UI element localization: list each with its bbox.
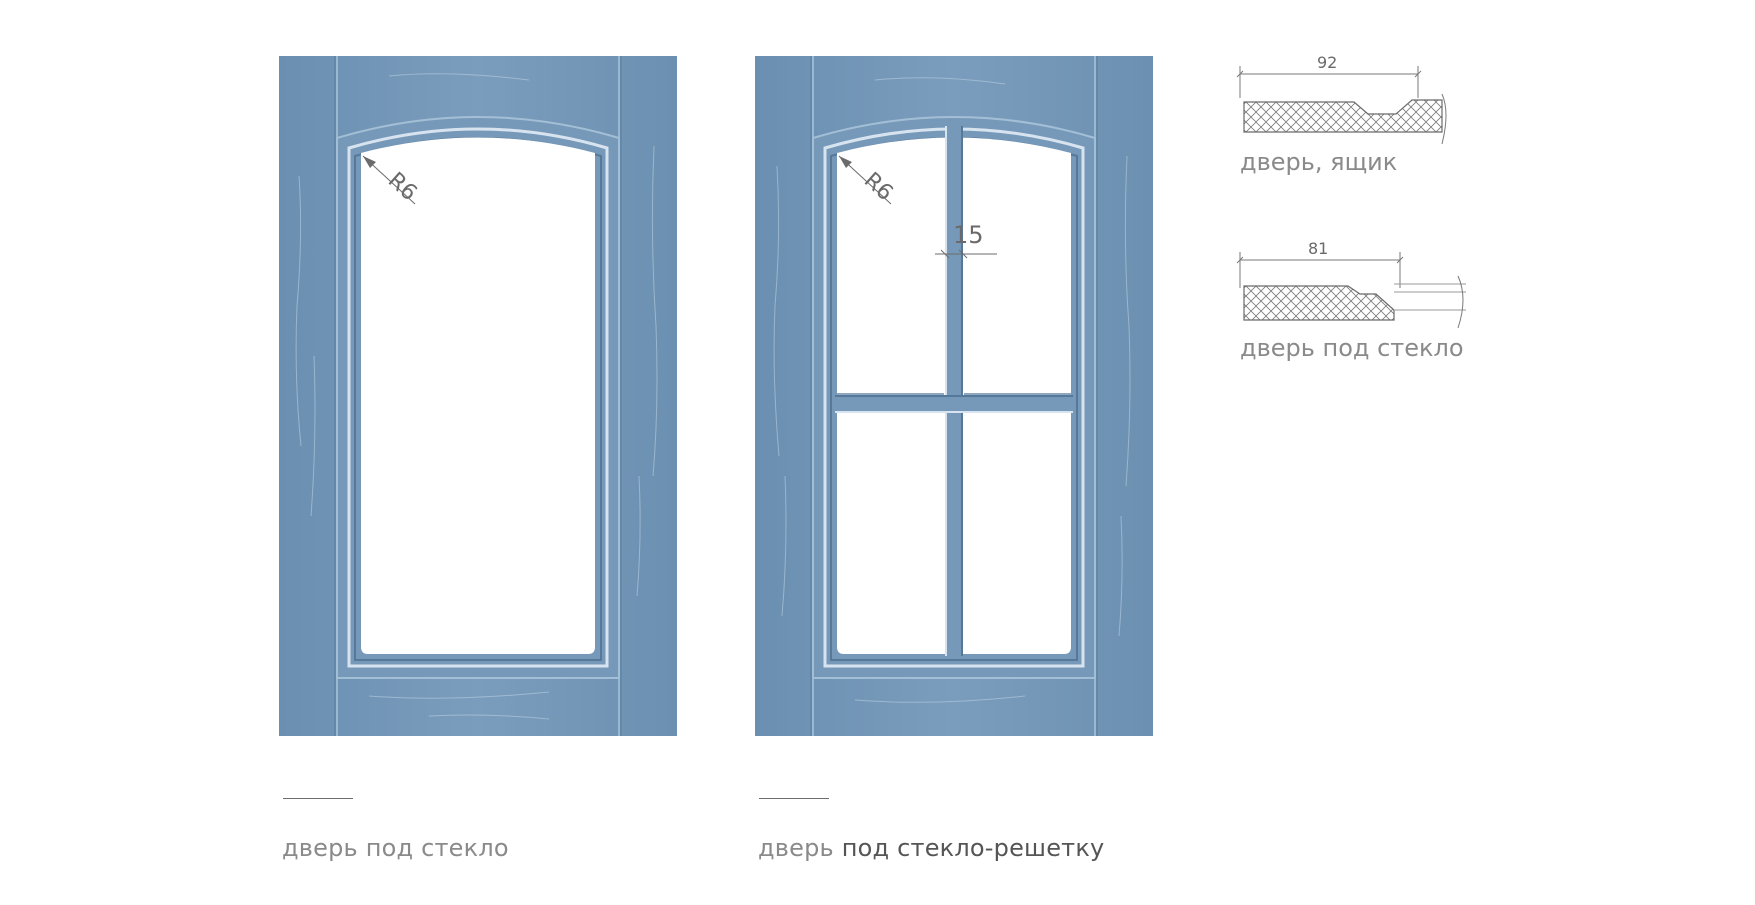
profile-section-drawing: 81 <box>1236 239 1466 329</box>
mullion-width-annotation: 15 <box>935 221 997 259</box>
caption-rule-2 <box>759 798 829 799</box>
grid-glass-door-illustration: R6 15 <box>755 56 1153 736</box>
mullion-width-label: 15 <box>953 221 984 249</box>
profile-dimension-label: 81 <box>1308 239 1328 258</box>
profile-label-door-drawer: дверь, ящик <box>1240 148 1398 176</box>
profile-section-drawing: 92 <box>1236 53 1447 145</box>
glass-pane <box>361 137 595 654</box>
glass-door-drawing: R6 <box>279 56 677 736</box>
profile-label-glass-door: дверь под стекло <box>1240 334 1464 362</box>
glass-grid <box>835 126 1073 656</box>
profile-door-drawer: 92 <box>1236 52 1466 145</box>
profile-glass-door: 81 <box>1236 236 1466 329</box>
caption-glass-door: дверь под стекло <box>282 834 509 862</box>
grid-glass-door-drawing: R6 15 <box>755 56 1153 736</box>
caption-text-prefix: дверь <box>758 834 842 862</box>
caption-text: дверь под стекло <box>282 834 509 862</box>
caption-rule-1 <box>283 798 353 799</box>
profile-dimension-label: 92 <box>1317 53 1337 72</box>
glass-door-illustration: R6 <box>279 56 677 736</box>
caption-text-suffix: под стекло-решетку <box>841 834 1105 862</box>
caption-grid-glass-door: дверь под стекло-решетку <box>758 834 1104 862</box>
